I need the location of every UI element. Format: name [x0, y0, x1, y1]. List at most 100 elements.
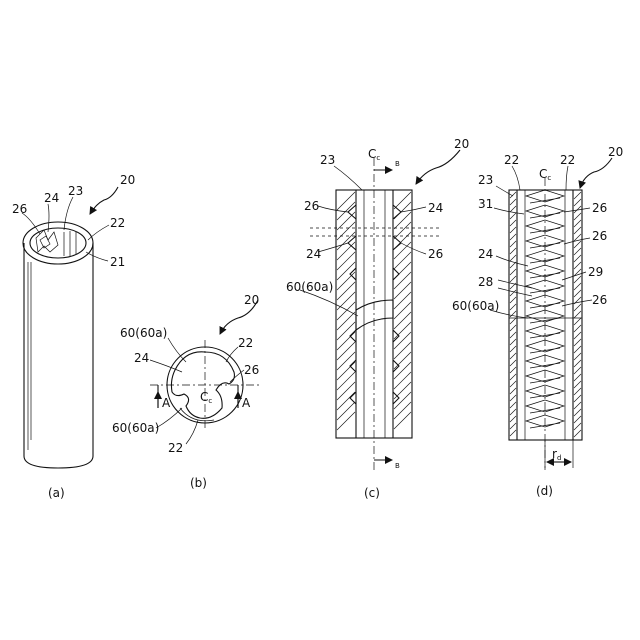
axes-b — [150, 340, 262, 430]
label-b-top-c: B — [395, 160, 400, 168]
hatch-line — [510, 199, 516, 205]
label-26-d-bottom: 26 — [592, 293, 607, 307]
hatch-line — [394, 272, 411, 289]
caption-d: (d) — [536, 484, 553, 498]
label-22-b-top: 22 — [238, 336, 253, 350]
hatch-line — [510, 276, 516, 282]
hatch-line — [394, 282, 411, 299]
hatch-line — [510, 318, 516, 324]
hatch-line — [394, 292, 411, 309]
hatch-line — [394, 312, 411, 329]
hatch-line — [574, 248, 581, 255]
hatch-line — [574, 402, 581, 409]
hatch-line — [510, 332, 516, 338]
label-60-b-bottom: 60(60a) — [112, 421, 159, 435]
label-21-a: 21 — [110, 255, 125, 269]
centerline-c — [374, 158, 392, 470]
label-23-d: 23 — [478, 173, 493, 187]
label-60-c: 60(60a) — [286, 280, 333, 294]
hatch-line — [510, 206, 516, 212]
hatch-line — [510, 388, 516, 394]
label-rd-d: rd — [552, 447, 561, 462]
hatch-line — [574, 262, 581, 269]
hatch-line — [574, 339, 581, 346]
hatch-line — [394, 242, 411, 259]
hatch-line — [510, 346, 516, 352]
label-22-d-left: 22 — [504, 153, 519, 167]
hatch-line — [574, 388, 581, 395]
hatch-line — [337, 222, 355, 240]
panel-d: Cc 20 22 22 23 31 26 26 24 28 29 60(60a)… — [452, 145, 623, 498]
hatch-line — [510, 353, 516, 359]
hatch-line — [574, 304, 581, 311]
label-a-left: A — [162, 396, 171, 410]
hatch-line — [394, 332, 411, 349]
label-20-d: 20 — [608, 145, 623, 159]
hatch-line — [394, 342, 411, 359]
caption-a: (a) — [48, 486, 65, 500]
hatch-line — [337, 332, 355, 350]
hatch-line — [337, 382, 355, 400]
hatch-line — [510, 297, 516, 303]
label-20-c: 20 — [454, 137, 469, 151]
hatch-line — [574, 276, 581, 283]
label-22-d-right: 22 — [560, 153, 575, 167]
hatch-line — [337, 252, 355, 270]
hatch-line — [510, 220, 516, 226]
hatch-line — [337, 352, 355, 370]
hatch-line — [510, 374, 516, 380]
hatch-line — [510, 416, 516, 422]
hatch-line — [510, 360, 516, 366]
label-cc-d: Cc — [539, 167, 551, 182]
hatch-line — [574, 409, 581, 416]
hatch-line — [574, 325, 581, 332]
label-24-c-top: 24 — [428, 201, 443, 215]
hatch-line — [510, 269, 516, 275]
hatch-line — [510, 304, 516, 310]
hatch-line — [337, 212, 355, 230]
label-cc-c: Cc — [368, 147, 380, 162]
hatch-line — [394, 372, 411, 389]
leaders-b — [150, 300, 258, 444]
label-22-b-bottom: 22 — [168, 441, 183, 455]
hatch-line — [337, 192, 355, 210]
hatch-line — [510, 395, 516, 401]
hatch-line — [510, 248, 516, 254]
label-29-d: 29 — [588, 265, 603, 279]
hatch-line — [394, 302, 411, 319]
wall-hatch-left-d — [510, 192, 516, 436]
label-26-c-top: 26 — [304, 199, 319, 213]
hatch-line — [394, 212, 411, 229]
hatch-line — [510, 381, 516, 387]
panel-c: Cc B B 20 23 26 24 24 26 60(60a) (c) — [286, 137, 469, 500]
tube-section-c — [310, 190, 440, 438]
hatch-line — [574, 430, 581, 437]
hatch-line — [510, 234, 516, 240]
hatch-line — [337, 282, 355, 300]
tube-top-a — [23, 222, 93, 264]
panel-a: 20 26 24 23 22 21 (a) — [12, 173, 135, 500]
label-26-d-mid: 26 — [592, 229, 607, 243]
hatch-line — [337, 302, 355, 320]
hatch-line — [510, 367, 516, 373]
hatch-line — [337, 402, 355, 420]
label-60-d: 60(60a) — [452, 299, 499, 313]
hatch-line — [510, 430, 516, 436]
hatch-line — [394, 222, 411, 239]
wall-hatch-right-d — [574, 192, 581, 437]
hatch-line — [510, 213, 516, 219]
hatch-line — [510, 339, 516, 345]
hatch-line — [394, 252, 411, 269]
hatch-line — [574, 395, 581, 402]
hatch-line — [574, 332, 581, 339]
label-26-b: 26 — [244, 363, 259, 377]
centerline-d — [545, 178, 573, 470]
hatch-line — [574, 374, 581, 381]
hatch-line — [394, 402, 411, 419]
hatch-line — [337, 342, 355, 360]
label-24-b: 24 — [134, 351, 149, 365]
panel-b: 20 60(60a) 24 22 26 Cc A A 60(60a) 22 (b… — [112, 293, 262, 490]
tube-body-a — [24, 243, 93, 468]
label-26-d-top: 26 — [592, 201, 607, 215]
label-60-b: 60(60a) — [120, 326, 167, 340]
